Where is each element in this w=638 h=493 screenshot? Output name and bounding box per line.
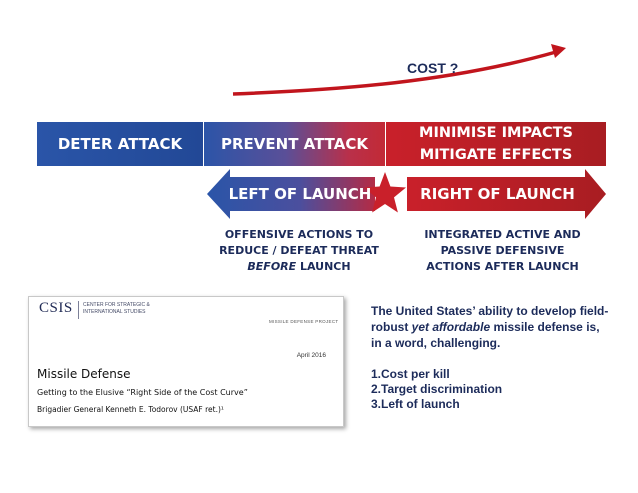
right-caption-line-3: ACTIONS AFTER LAUNCH [426, 260, 579, 273]
statement-emphasis: yet affordable [411, 320, 491, 334]
report-subtitle: Getting to the Elusive “Right Side of th… [37, 388, 248, 397]
report-title: Missile Defense [37, 367, 131, 381]
right-caption-line-1: INTEGRATED ACTIVE AND [424, 228, 581, 241]
left-caption-line-3-rest: LAUNCH [296, 260, 351, 273]
right-of-launch-label: RIGHT OF LAUNCH [420, 185, 575, 203]
statement-part-1: The United States’ ability to develop fi… [371, 304, 609, 334]
report-type: MISSILE DEFENSE PROJECT [269, 319, 339, 324]
minimise-impacts-segment: MINIMISE IMPACTS MITIGATE EFFECTS [386, 122, 606, 166]
deter-attack-segment: DETER ATTACK [37, 122, 203, 166]
left-of-launch-caption: OFFENSIVE ACTIONS TO REDUCE / DEFEAT THR… [215, 227, 383, 275]
challenges-list: 1.Cost per kill 2.Target discrimination … [371, 367, 611, 412]
logo-divider [78, 301, 79, 319]
cost-curve-arrowhead [551, 44, 566, 58]
left-caption-line-2: REDUCE / DEFEAT THREAT [219, 244, 379, 257]
list-item: 3.Left of launch [371, 397, 460, 411]
statement-part-2: missile defense is, in a word, challengi… [371, 320, 600, 350]
prevent-attack-label: PREVENT ATTACK [221, 135, 368, 153]
cost-label: COST ? [407, 60, 459, 76]
deter-attack-label: DETER ATTACK [57, 135, 183, 153]
star-icon [364, 172, 406, 213]
list-item: 1.Cost per kill [371, 367, 450, 381]
list-item: 2.Target discrimination [371, 382, 503, 396]
before-emphasis: BEFORE [247, 260, 297, 273]
left-of-launch-label: LEFT OF LAUNCH [228, 185, 372, 203]
mitigate-effects-label: MITIGATE EFFECTS [419, 147, 573, 163]
right-caption-line-2: PASSIVE DEFENSIVE [440, 244, 565, 257]
left-of-launch-arrow [207, 169, 375, 219]
csis-logo: CSIS [39, 300, 73, 316]
affordability-statement: The United States’ ability to develop fi… [371, 303, 611, 351]
org-name-line-1: CENTER FOR STRATEGIC & [83, 302, 150, 308]
prevent-attack-segment: PREVENT ATTACK [204, 122, 385, 166]
org-name-line-2: INTERNATIONAL STUDIES [83, 309, 146, 315]
csis-org-name: CENTER FOR STRATEGIC & INTERNATIONAL STU… [83, 302, 150, 316]
minimise-impacts-label: MINIMISE IMPACTS [419, 125, 573, 141]
report-author: Brigadier General Kenneth E. Todorov (US… [37, 405, 224, 414]
left-caption-line-1: OFFENSIVE ACTIONS TO [224, 228, 374, 241]
right-of-launch-caption: INTEGRATED ACTIVE AND PASSIVE DEFENSIVE … [410, 227, 595, 275]
cost-curve-line [232, 50, 557, 96]
csis-report-thumbnail: CSIS CENTER FOR STRATEGIC & INTERNATIONA… [28, 296, 344, 427]
report-date: April 2016 [296, 352, 326, 359]
right-of-launch-arrow [407, 169, 606, 219]
left-caption-line-3: BEFORE LAUNCH [215, 259, 383, 275]
